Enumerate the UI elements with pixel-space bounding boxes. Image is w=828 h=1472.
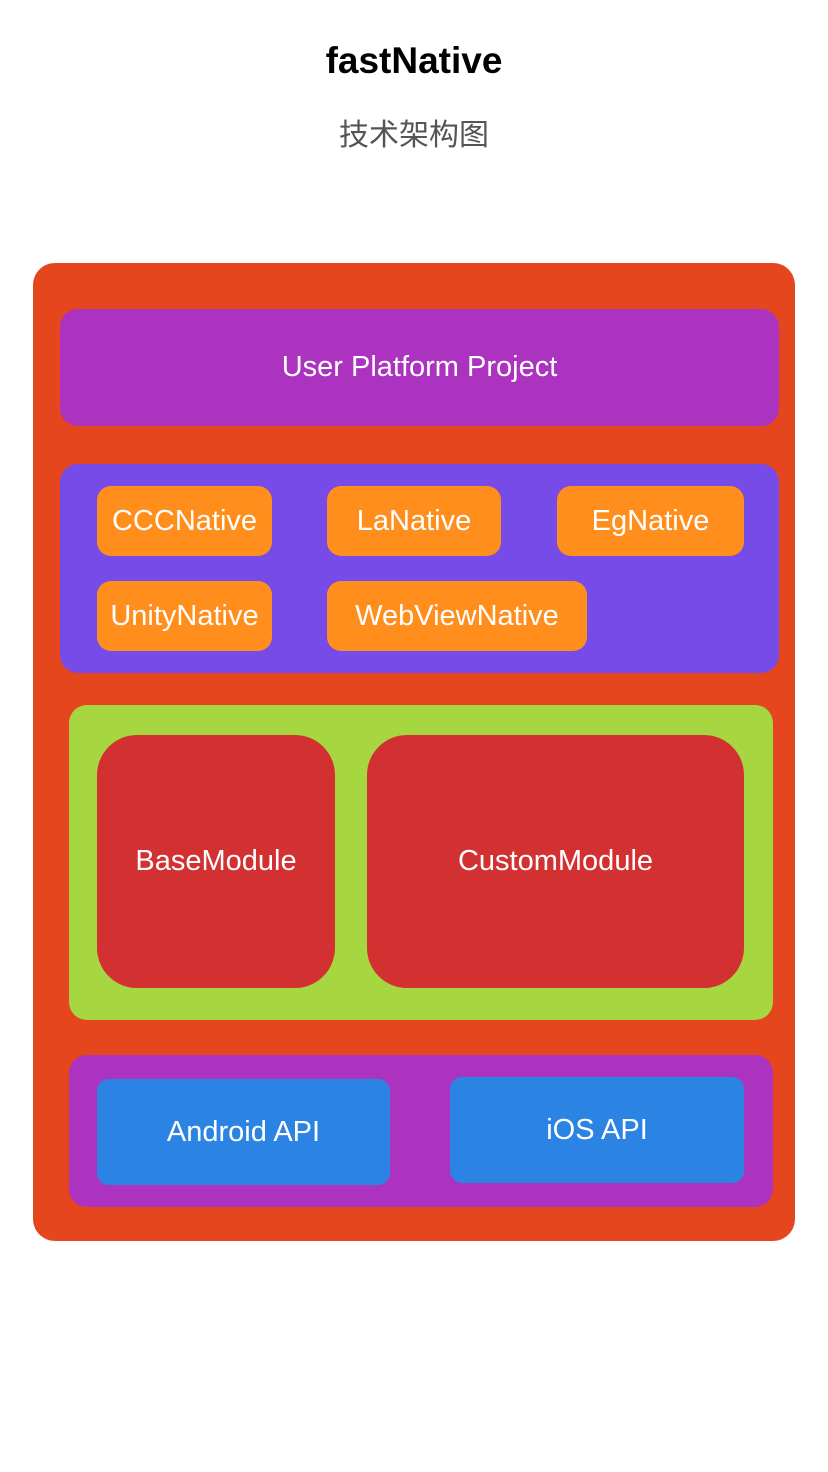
api-label: Android API	[166, 1115, 321, 1148]
api-label: iOS API	[546, 1113, 648, 1146]
api-layer: Android API iOS API	[69, 1055, 773, 1207]
diagram-subtitle: 技术架构图	[339, 118, 489, 153]
engine-label: WebViewNative	[355, 599, 559, 632]
engine-label: EgNative	[591, 504, 710, 537]
module-label: CustomModule	[457, 845, 654, 877]
api-box-android: Android API	[97, 1079, 390, 1185]
module-box-base: BaseModule	[97, 735, 335, 988]
api-box-ios: iOS API	[450, 1077, 744, 1183]
engine-chip-egnative: EgNative	[557, 486, 744, 556]
engine-chip-unitynative: UnityNative	[97, 581, 272, 651]
engine-chip-webviewnative: WebViewNative	[327, 581, 587, 651]
module-box-custom: CustomModule	[367, 735, 744, 988]
architecture-container: User Platform Project CCCNative LaNative…	[33, 263, 795, 1241]
engine-label: LaNative	[356, 504, 472, 537]
diagram-title: fastNative	[325, 40, 503, 81]
engine-label: UnityNative	[110, 599, 259, 632]
module-label: BaseModule	[135, 845, 297, 877]
platform-layer: User Platform Project	[60, 309, 779, 426]
module-layer: BaseModule CustomModule	[69, 705, 773, 1020]
engine-chip-cccnative: CCCNative	[97, 486, 272, 556]
engine-label: CCCNative	[111, 504, 258, 537]
engine-chip-lanative: LaNative	[327, 486, 501, 556]
engine-layer: CCCNative LaNative EgNative UnityNative …	[60, 464, 779, 673]
platform-label: User Platform Project	[281, 351, 558, 383]
